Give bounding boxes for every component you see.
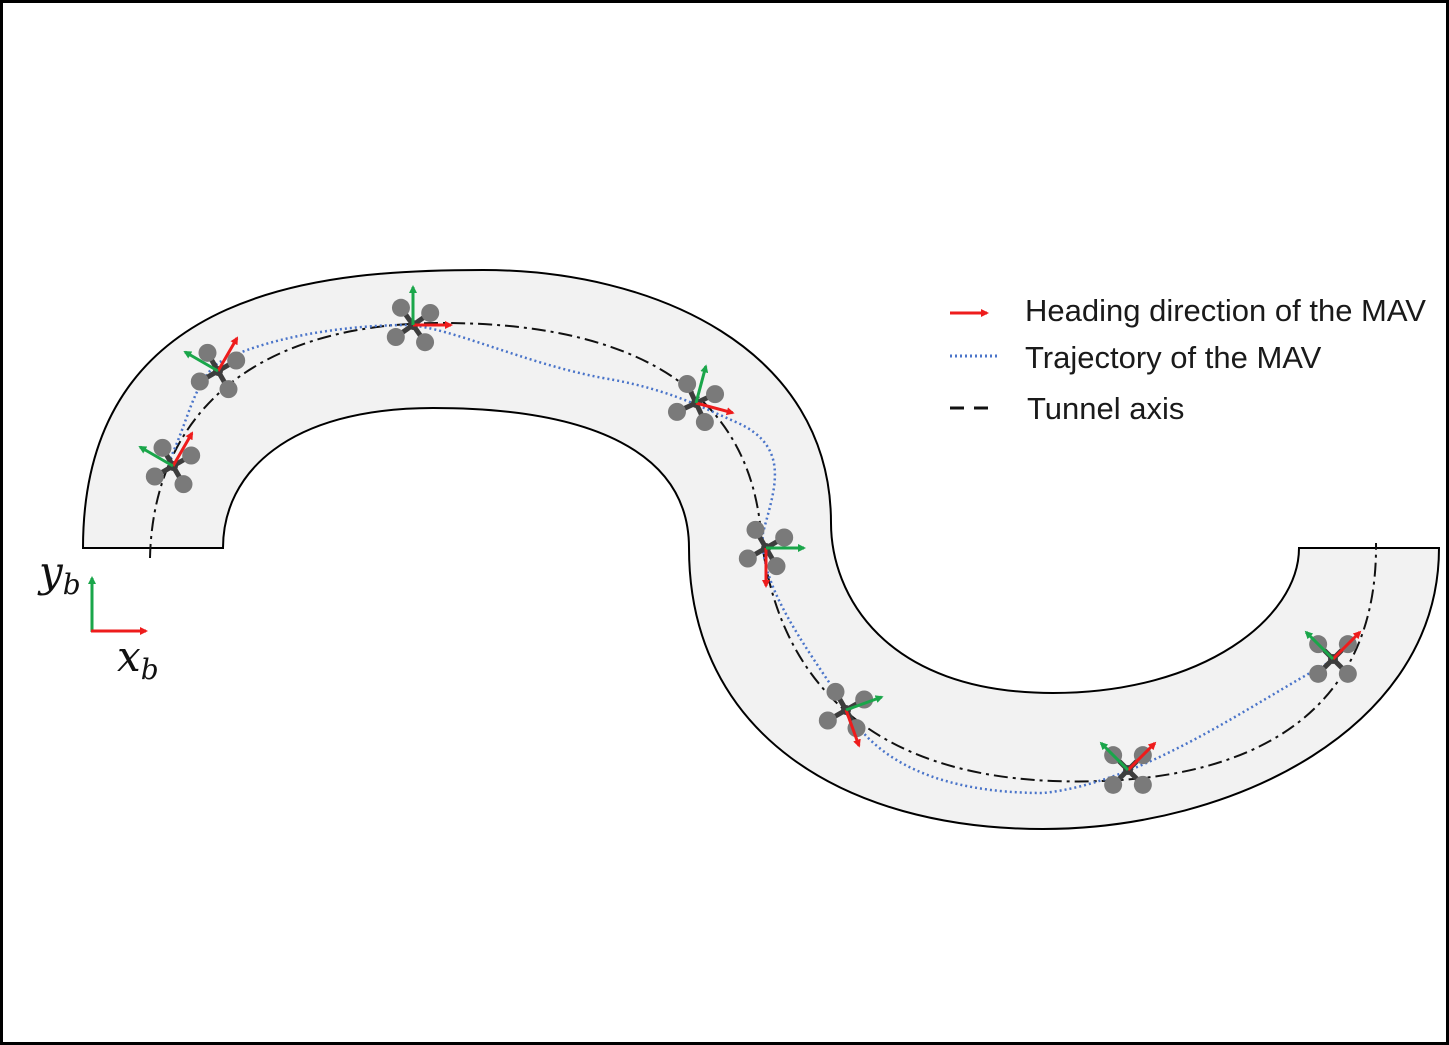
mav-rotor (667, 402, 686, 421)
tunnel-diagram: Heading direction of the MAV Trajectory … (37, 268, 1441, 831)
mav-rotor (818, 711, 837, 730)
xb-label: xb (117, 632, 159, 686)
normal-arrow (183, 350, 219, 373)
mav-4 (667, 364, 735, 432)
mav-rotor (174, 475, 193, 494)
mav-rotor (678, 374, 697, 393)
mav-rotor (386, 328, 405, 347)
mav-rotor (182, 446, 201, 465)
mav-rotor (738, 549, 757, 568)
mav-1 (138, 431, 201, 494)
normal-arrow (845, 695, 884, 712)
heading-arrow (695, 401, 735, 416)
mav-rotor (775, 528, 794, 547)
heading-arrow (1126, 741, 1157, 772)
mav-rotor (391, 298, 410, 317)
mav-2 (183, 336, 246, 399)
legend-trajectory-label: Trajectory of the MAV (1025, 340, 1322, 375)
legend: Heading direction of the MAV Trajectory … (950, 293, 1426, 426)
mav-rotor (1338, 664, 1357, 683)
heading-arrow (1331, 630, 1362, 661)
heading-arrow (216, 336, 239, 372)
body-frame: yb xb (37, 547, 159, 686)
yb-label: yb (37, 547, 81, 601)
normal-arrow (1099, 741, 1130, 772)
mav-rotor (421, 303, 440, 322)
mav-rotor (746, 520, 765, 539)
mav-rotor (190, 372, 209, 391)
normal-arrow (138, 445, 174, 468)
normal-arrow (694, 364, 709, 404)
legend-axis-label: Tunnel axis (1027, 391, 1184, 426)
mav-rotor (1133, 775, 1152, 794)
mav-rotor (145, 467, 164, 486)
mav-rotor (219, 380, 238, 399)
mav-rotor (153, 438, 172, 457)
heading-arrow (844, 709, 861, 748)
mav-rotor (706, 385, 725, 404)
mav-rotor (826, 682, 845, 701)
normal-arrow (1304, 630, 1335, 661)
mav-3 (386, 285, 453, 352)
mav-7 (1099, 741, 1157, 794)
mav-6 (818, 682, 884, 748)
mav-rotor (227, 351, 246, 370)
legend-heading-label: Heading direction of the MAV (1025, 293, 1426, 328)
mav-rotor (198, 343, 217, 362)
mav-rotor (695, 413, 714, 432)
mav-rotor (1309, 664, 1328, 683)
mav-rotor (1104, 775, 1123, 794)
mav-5 (738, 520, 806, 588)
mav-rotor (416, 333, 435, 352)
heading-arrow (171, 431, 194, 467)
mav-8 (1304, 630, 1362, 683)
mav-rotor (767, 557, 786, 576)
